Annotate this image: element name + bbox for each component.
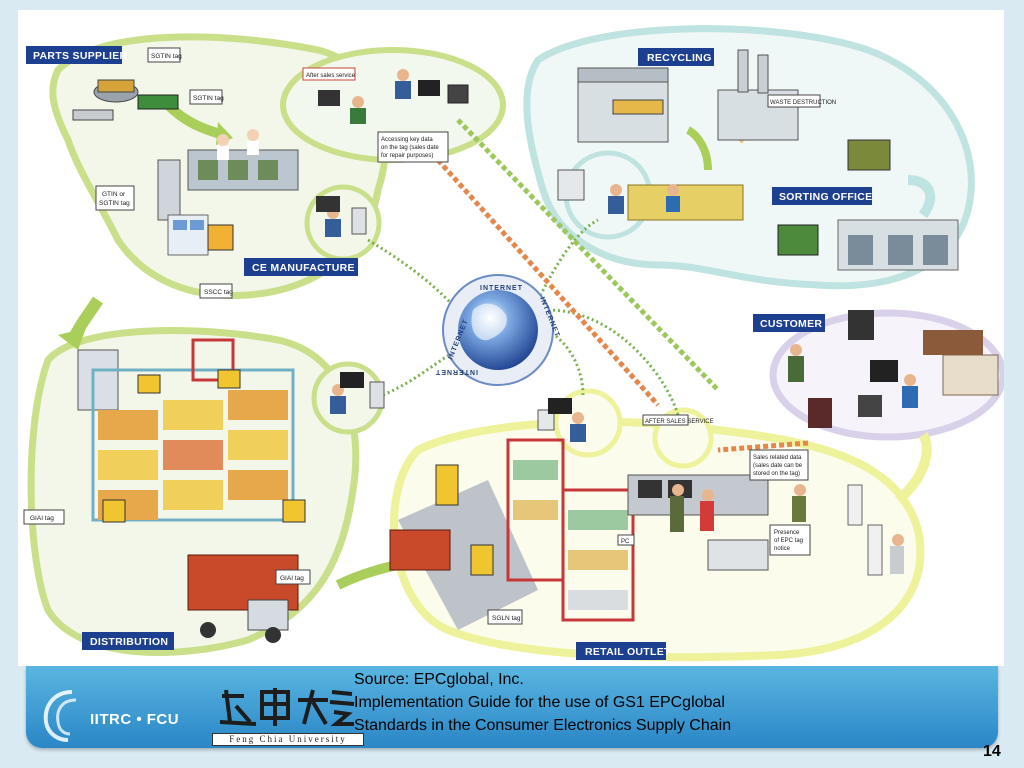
globe-text-top: INTERNET bbox=[480, 285, 523, 292]
note-presence-2: of EPC tag bbox=[774, 538, 803, 544]
note-presence-3: notice bbox=[774, 546, 791, 552]
globe-text-bottom: INTERNET bbox=[435, 368, 478, 375]
tag-waste-destruction: WASTE DESTRUCTION bbox=[770, 100, 836, 106]
supply-chain-diagram-canvas: INTERNET INTERNET INTERNET INTERNET SGTI… bbox=[18, 10, 1004, 666]
flow-arrow-sorting bbox=[907, 175, 936, 218]
label-distribution-text: DISTRIBUTION bbox=[90, 636, 168, 648]
source-line-2: Implementation Guide for the use of GS1 … bbox=[354, 694, 725, 711]
retail-outlet-scene: PC SGLN tag AFTER SALES SERVICE Sales re… bbox=[389, 398, 904, 630]
footer-background bbox=[26, 666, 998, 748]
data-arrows bbox=[436, 118, 809, 453]
label-recycling-text: RECYCLING bbox=[647, 52, 712, 64]
label-retail-outlet-text: RETAIL OUTLET bbox=[585, 646, 671, 658]
university-logo-calligraphy bbox=[219, 688, 355, 726]
label-recycling: RECYCLING bbox=[638, 48, 714, 66]
label-parts-supplier: PARTS SUPPLIER bbox=[26, 46, 128, 64]
iitrc-logo-icon bbox=[43, 690, 77, 742]
flow-arrow-to-customer bbox=[894, 432, 932, 504]
footer-bar: IITRC • FCU Feng Chia University bbox=[26, 666, 998, 748]
supply-chain-diagram: INTERNET INTERNET INTERNET INTERNET SGTI… bbox=[23, 25, 1004, 662]
tag-after-sales-service: AFTER SALES SERVICE bbox=[645, 419, 714, 425]
footer-logo-block: IITRC • FCU Feng Chia University bbox=[34, 674, 364, 746]
tag-giai-2: GIAI tag bbox=[280, 575, 304, 582]
university-name: Feng Chia University bbox=[212, 733, 364, 746]
source-line-3: Standards in the Consumer Electronics Su… bbox=[354, 717, 732, 734]
label-customer: CUSTOMER bbox=[753, 314, 825, 332]
tag-sgtin-2: SGTIN tag bbox=[193, 95, 224, 102]
label-ce-manufacture-text: CE MANUFACTURE bbox=[252, 262, 355, 274]
label-ce-manufacture: CE MANUFACTURE bbox=[244, 258, 358, 276]
source-line-1: Source: EPCglobal, Inc. bbox=[354, 671, 524, 688]
page-number: 14 bbox=[983, 743, 1001, 760]
ce-manufacture-scene: SGTIN tag GTIN or SGTIN tag SSCC tag bbox=[95, 89, 367, 299]
tag-sgln: SGLN tag bbox=[492, 615, 521, 622]
label-retail-outlet: RETAIL OUTLET bbox=[576, 642, 671, 660]
tag-gtin-line1: GTIN or bbox=[102, 191, 126, 198]
customer-scene bbox=[788, 310, 999, 428]
after-sales-scene: After sales service Accessing key data o… bbox=[302, 67, 469, 163]
label-sorting-office-text: SORTING OFFICE bbox=[779, 191, 872, 203]
org-name: IITRC • FCU bbox=[90, 711, 180, 728]
note-accessing-3: for repair purposes) bbox=[381, 153, 433, 159]
parts-supplier-scene: SGTIN tag bbox=[72, 47, 182, 121]
flow-arrowhead bbox=[58, 328, 86, 350]
note-sales-2: (sales date can be bbox=[753, 463, 803, 469]
source-citation: Source: EPCglobal, Inc. Implementation G… bbox=[354, 668, 731, 737]
recycling-scene: WASTE DESTRUCTION bbox=[557, 49, 891, 221]
note-accessing-1: Accessing key data bbox=[381, 137, 433, 143]
label-customer-text: CUSTOMER bbox=[760, 318, 822, 330]
note-accessing-2: on the tag (sales date bbox=[381, 145, 439, 151]
note-sales-1: Sales related data bbox=[753, 455, 802, 461]
tag-after-sales: After sales service bbox=[306, 73, 356, 79]
tag-pc: PC bbox=[621, 539, 630, 545]
tag-gtin-line2: SGTIN tag bbox=[99, 200, 130, 207]
tag-sgtin-1: SGTIN tag bbox=[151, 53, 182, 60]
label-parts-supplier-text: PARTS SUPPLIER bbox=[33, 50, 128, 62]
internet-globe: INTERNET INTERNET INTERNET INTERNET bbox=[435, 274, 561, 386]
note-sales-3: stored on the tag) bbox=[753, 471, 800, 477]
tag-sscc: SSCC tag bbox=[204, 289, 233, 296]
tag-giai-1: GIAI tag bbox=[30, 515, 54, 522]
label-distribution: DISTRIBUTION bbox=[82, 632, 174, 650]
sorting-office-scene bbox=[777, 219, 959, 271]
flow-arrow-to-recycling bbox=[685, 126, 712, 171]
distribution-scene: GIAI tag GIAI tag bbox=[23, 338, 385, 643]
note-presence-1: Presence bbox=[774, 530, 800, 536]
label-sorting-office: SORTING OFFICE bbox=[772, 187, 872, 205]
